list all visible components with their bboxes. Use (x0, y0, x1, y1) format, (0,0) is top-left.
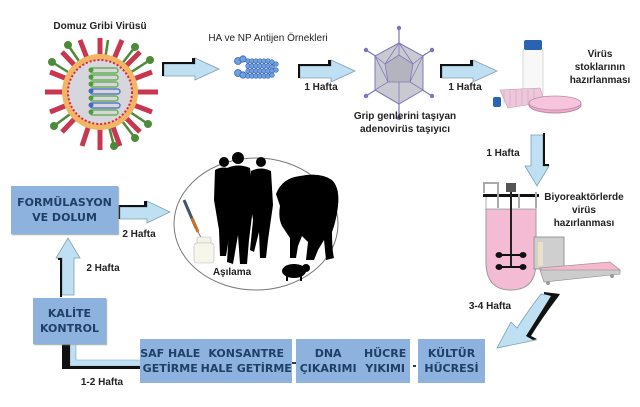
pig-silhouette-icon (282, 264, 310, 281)
box-culture-line2: HÜCRESİ (424, 362, 479, 375)
box-dna-line2: ÇIKARIMI (299, 362, 357, 375)
label-adenovirus-carrier: Grip genlerini taşıyan adenovirüs taşıyı… (350, 110, 460, 136)
label-vaccination: Aşılama (212, 267, 252, 278)
arrow-adenovirus-to-stock (440, 59, 498, 83)
arrow-formulation-to-vaccination (118, 200, 171, 224)
label-virus-stock-line3: hazırlanması (569, 75, 631, 86)
arrow-antigen-to-adenovirus (298, 59, 356, 83)
box-dna-line1: DNA (314, 347, 342, 360)
box-qc-line2: KONTROL (40, 322, 99, 335)
label-adenovirus-line2: adenovirüs taşıyıcı (359, 124, 451, 135)
duration-purification-to-qc: 1-2 Hafta (80, 377, 124, 388)
connector-dash-1 (292, 362, 296, 364)
box-lysis-line2: YIKIMI (365, 362, 405, 375)
box-quality-control: KALİTE KONTROL (33, 298, 106, 344)
connector-dash-2 (413, 365, 416, 367)
box-cell-culture: KÜLTÜR HÜCRESİ (418, 339, 485, 383)
box-formulation-and-filling: FORMÜLASYON VE DOLUM (11, 186, 118, 234)
duration-bioreactor-to-culture: 3-4 Hafta (468, 301, 512, 312)
antigen-samples-icon (234, 55, 279, 79)
label-bioreactor-line1: Biyoreaktörlerde (544, 192, 624, 203)
box-lysis-line1: HÜCRE (364, 347, 407, 360)
duration-formulation-to-vaccination: 2 Hafta (122, 229, 156, 240)
vaccine-vial-icon (193, 236, 215, 264)
duration-stock-to-bioreactor: 1 Hafta (486, 148, 520, 159)
box-purification-concentration: SAF HALE GETİRME KONSANTRE HALE GETİRME (140, 339, 292, 383)
box-purification: SAF HALE GETİRME (140, 346, 200, 376)
duration-qc-to-formulation: 2 Hafta (86, 263, 120, 274)
people-silhouettes-icon (214, 152, 273, 264)
box-formulation-line2: VE DOLUM (32, 211, 97, 224)
arrow-virus-to-antigen (162, 57, 220, 81)
virus-stock-flask-icon (493, 40, 582, 114)
label-antigen-samples: HA ve NP Antijen Örnekleri (208, 33, 328, 44)
label-adenovirus-line1: Grip genlerini taşıyan (353, 111, 457, 122)
label-swine-flu-virus: Domuz Gribi Virüsü (53, 21, 147, 32)
label-bioreactor-line3: hazırlanması (553, 218, 615, 229)
box-qc-line1: KALİTE (47, 307, 92, 320)
box-purification-line2: GETİRME (142, 362, 198, 375)
box-dna-extraction: DNA ÇIKARIMI (300, 346, 357, 376)
box-dna-lysis: DNA ÇIKARIMI HÜCRE YIKIMI (296, 339, 410, 383)
box-concentration-line2: HALE GETİRME (200, 362, 292, 375)
box-concentration: KONSANTRE HALE GETİRME (201, 346, 292, 376)
arrow-stock-to-bioreactor (524, 133, 550, 187)
box-purification-line1: SAF HALE (140, 347, 201, 360)
horse-silhouette-icon (276, 174, 339, 260)
label-virus-stock: Virüs stoklarının hazırlanması (560, 48, 640, 87)
box-formulation-line1: FORMÜLASYON (17, 196, 112, 209)
label-virus-stock-line2: stoklarının (574, 62, 626, 73)
vaccination-group (173, 152, 339, 291)
label-bioreactor: Biyoreaktörlerde virüs hazırlanması (528, 191, 640, 230)
bioreactor-icon (483, 182, 622, 291)
box-culture-line1: KÜLTÜR (427, 347, 476, 360)
label-virus-stock-line1: Virüs (587, 49, 613, 60)
swine-flu-virus-icon (45, 38, 158, 150)
duration-antigen-to-adenovirus: 1 Hafta (304, 82, 338, 93)
arrow-bioreactor-to-culture (496, 292, 560, 349)
box-concentration-line1: KONSANTRE (208, 347, 285, 360)
adenovirus-icon (363, 25, 435, 121)
box-cell-lysis: HÜCRE YIKIMI (364, 346, 406, 376)
label-bioreactor-line2: virüs (572, 205, 596, 216)
arrow-qc-to-formulation (55, 237, 81, 297)
duration-adenovirus-to-stock: 1 Hafta (448, 82, 482, 93)
